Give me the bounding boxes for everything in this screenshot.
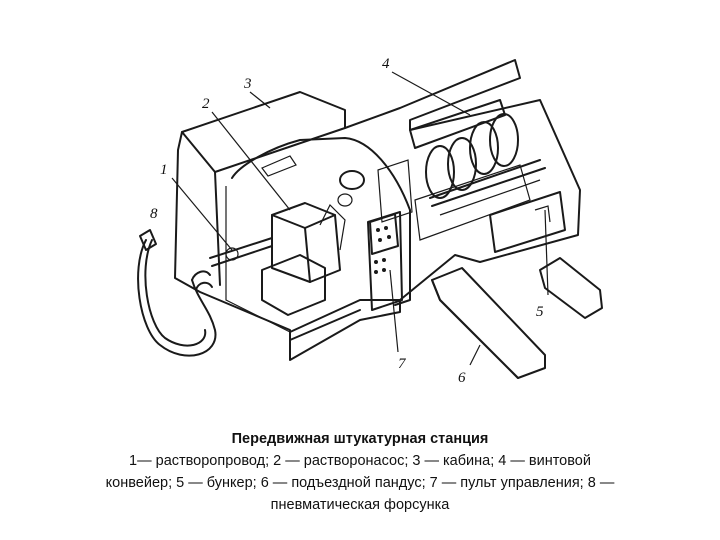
leader-lines bbox=[171, 71, 549, 366]
mortar-line bbox=[209, 237, 273, 267]
label-2: 2 bbox=[202, 96, 210, 112]
hopper bbox=[489, 191, 603, 319]
screen-grid bbox=[377, 159, 531, 241]
caption-line-3: пневматическая форсунка bbox=[270, 497, 450, 513]
motor bbox=[337, 170, 365, 207]
pneumatic-nozzle bbox=[137, 229, 217, 357]
label-3: 3 bbox=[243, 76, 252, 92]
screw-conveyor bbox=[409, 99, 546, 216]
caption-line-1: 1— растворопровод; 2 — растворонасос; 3 … bbox=[129, 453, 591, 469]
label-5: 5 bbox=[536, 304, 544, 320]
access-ramp bbox=[431, 267, 546, 379]
station-body bbox=[174, 59, 581, 361]
figure-caption: Передвижная штукатурная станция 1— раств… bbox=[0, 428, 720, 516]
label-6: 6 bbox=[458, 370, 466, 386]
caption-title: Передвижная штукатурная станция bbox=[231, 431, 489, 447]
caption-line-2: конвейер; 5 — бункер; 6 — подъездной пан… bbox=[105, 475, 615, 491]
label-1: 1 bbox=[160, 162, 168, 178]
label-4: 4 bbox=[382, 56, 390, 72]
label-7: 7 bbox=[398, 356, 407, 372]
station-illustration: 1 2 3 4 5 6 7 8 bbox=[137, 56, 603, 386]
mortar-pump bbox=[261, 202, 346, 316]
control-panel bbox=[367, 211, 403, 311]
label-8: 8 bbox=[150, 206, 158, 222]
